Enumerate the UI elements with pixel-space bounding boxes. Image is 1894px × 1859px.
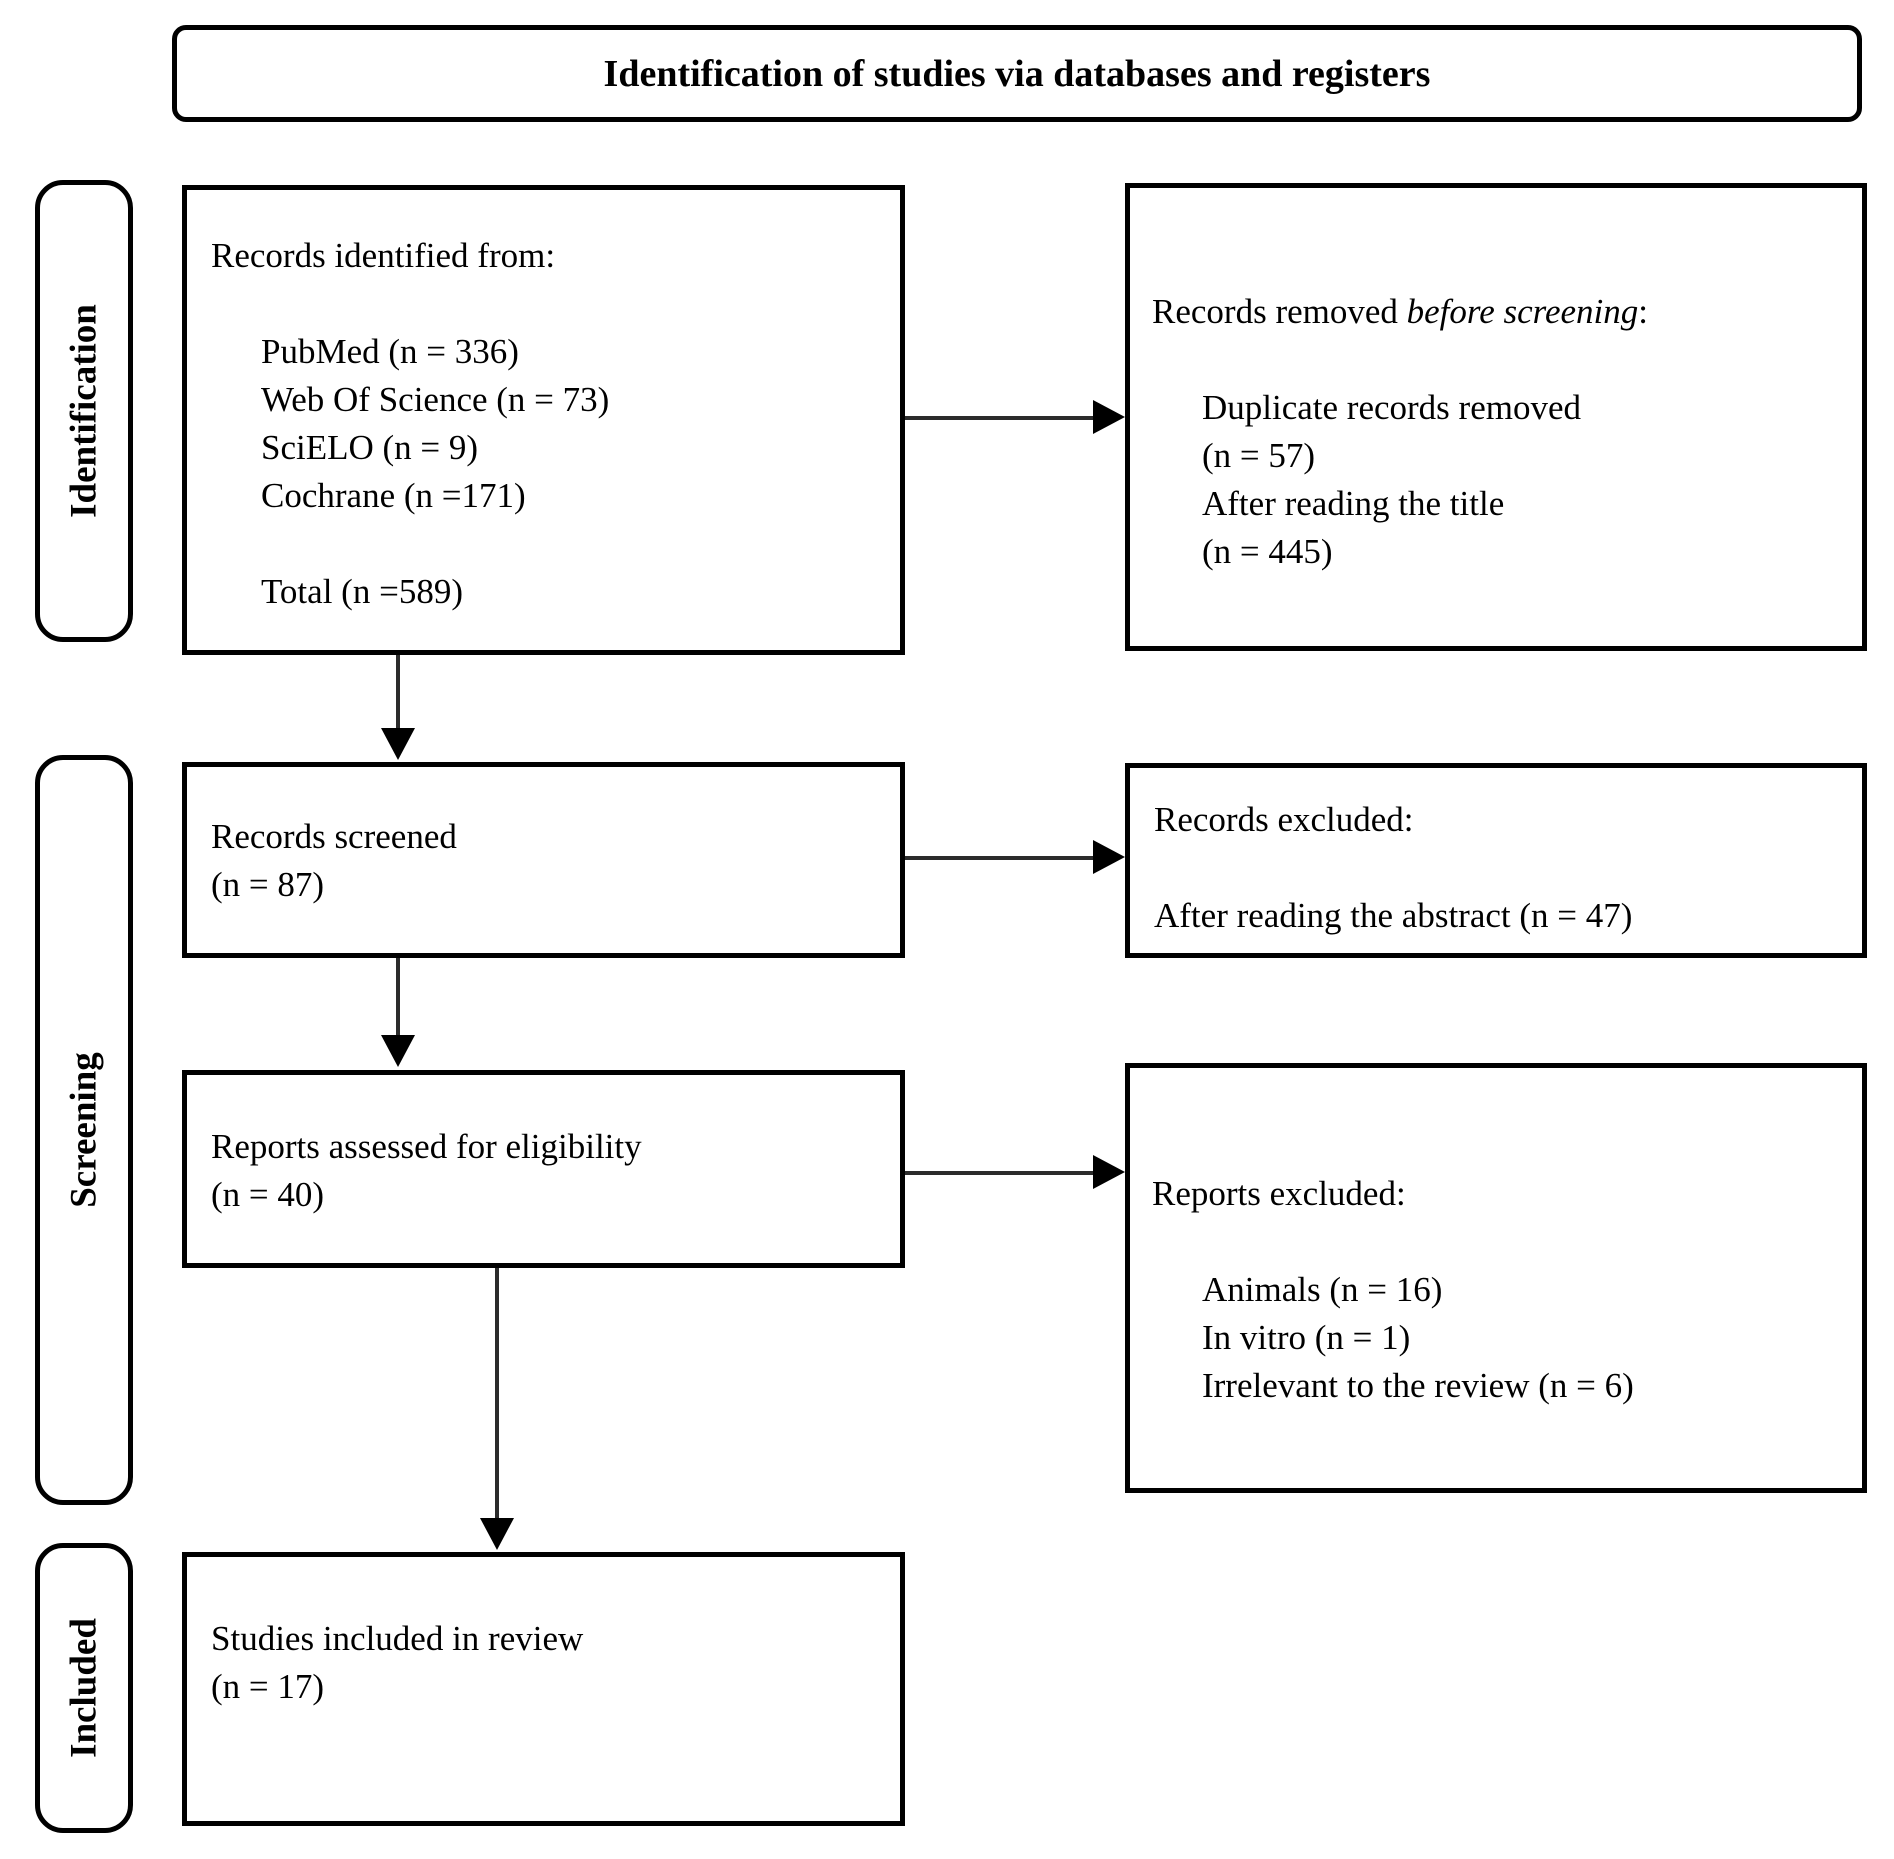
spacer <box>211 520 880 568</box>
arrowhead-down-icon <box>480 1518 514 1550</box>
source-scielo: SciELO (n = 9) <box>261 428 479 467</box>
title-banner: Identification of studies via databases … <box>172 25 1862 122</box>
records-total: Total (n =589) <box>261 572 463 611</box>
arrow-line-assessed-to-reports-excluded <box>905 1171 1097 1175</box>
reports-assessed-box: Reports assessed for eligibility (n = 40… <box>182 1070 905 1268</box>
stage-label-included: Included <box>35 1543 133 1833</box>
records-screened-count: (n = 87) <box>211 865 325 904</box>
arrowhead-down-icon <box>381 1035 415 1067</box>
records-removed-heading-suffix: : <box>1638 292 1649 331</box>
source-pubmed: PubMed (n = 336) <box>261 332 519 371</box>
studies-included-box: Studies included in review (n = 17) <box>182 1552 905 1826</box>
records-removed-heading-prefix: Records removed <box>1152 292 1407 331</box>
records-removed-heading-italic: before screening <box>1406 292 1639 331</box>
arrowhead-right-icon <box>1093 400 1125 434</box>
excluded-irrelevant: Irrelevant to the review (n = 6) <box>1202 1366 1634 1405</box>
studies-included-label: Studies included in review <box>211 1619 584 1658</box>
duplicates-removed-line: Duplicate records removed <box>1202 388 1582 427</box>
arrow-line-assessed-to-included <box>495 1268 499 1521</box>
arrowhead-right-icon <box>1093 840 1125 874</box>
records-screened-box: Records screened (n = 87) <box>182 762 905 958</box>
title-removed-count: (n = 445) <box>1202 532 1333 571</box>
source-cochrane: Cochrane (n =171) <box>261 476 526 515</box>
arrowhead-down-icon <box>381 728 415 760</box>
records-identified-box: Records identified from: PubMed (n = 336… <box>182 185 905 655</box>
studies-included-count: (n = 17) <box>211 1667 325 1706</box>
screening-label: Screening <box>63 1052 105 1208</box>
excluded-animals: Animals (n = 16) <box>1202 1270 1443 1309</box>
records-identified-heading: Records identified from: <box>211 236 556 275</box>
diagram-title: Identification of studies via databases … <box>603 52 1431 95</box>
records-removed-box: Records removed before screening: Duplic… <box>1125 183 1867 651</box>
arrow-line-screened-to-excluded <box>905 856 1097 860</box>
spacer <box>1154 844 1842 892</box>
spacer <box>1152 1218 1842 1266</box>
arrow-line-identified-to-screened <box>396 655 400 731</box>
stage-label-screening: Screening <box>35 755 133 1505</box>
records-excluded-heading: Records excluded: <box>1154 800 1414 839</box>
spacer <box>211 280 880 328</box>
arrowhead-right-icon <box>1093 1155 1125 1189</box>
excluded-in-vitro: In vitro (n = 1) <box>1202 1318 1411 1357</box>
reports-assessed-label: Reports assessed for eligibility <box>211 1127 642 1166</box>
title-removed-line: After reading the title <box>1202 484 1505 523</box>
duplicates-removed-count: (n = 57) <box>1202 436 1316 475</box>
records-screened-label: Records screened <box>211 817 457 856</box>
included-label: Included <box>63 1618 105 1758</box>
spacer <box>1152 336 1842 384</box>
arrow-line-screened-to-assessed <box>396 958 400 1038</box>
arrow-line-identified-to-removed <box>905 416 1097 420</box>
records-removed-heading: Records removed before screening: <box>1152 288 1842 336</box>
reports-assessed-count: (n = 40) <box>211 1175 325 1214</box>
records-excluded-box: Records excluded: After reading the abst… <box>1125 763 1867 958</box>
records-excluded-detail: After reading the abstract (n = 47) <box>1154 896 1633 935</box>
reports-excluded-box: Reports excluded: Animals (n = 16) In vi… <box>1125 1063 1867 1493</box>
stage-label-identification: Identification <box>35 180 133 642</box>
source-web-of-science: Web Of Science (n = 73) <box>261 380 610 419</box>
reports-excluded-heading: Reports excluded: <box>1152 1174 1406 1213</box>
identification-label: Identification <box>63 304 105 518</box>
